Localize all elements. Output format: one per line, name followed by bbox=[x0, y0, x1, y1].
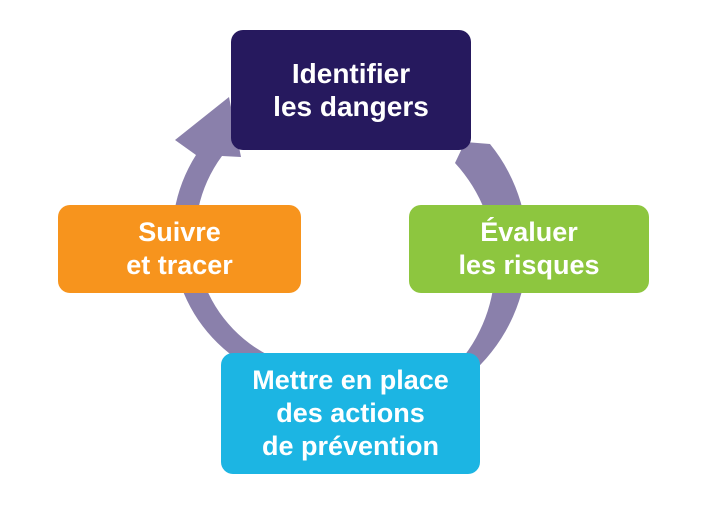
step-evaluate-label: Évaluer les risques bbox=[458, 217, 600, 280]
step-evaluate-risks: Évaluer les risques bbox=[409, 205, 649, 293]
step-follow-track: Suivre et tracer bbox=[58, 205, 301, 293]
step-prevention-actions: Mettre en place des actions de préventio… bbox=[221, 353, 480, 474]
cycle-arrow-arc-left bbox=[172, 97, 268, 366]
cycle-arrow-arc-right bbox=[450, 142, 528, 381]
step-prevent-label: Mettre en place des actions de préventio… bbox=[252, 365, 449, 461]
step-identify-dangers: Identifier les dangers bbox=[231, 30, 471, 150]
step-follow-label: Suivre et tracer bbox=[126, 217, 233, 280]
step-identify-label: Identifier les dangers bbox=[273, 58, 429, 122]
